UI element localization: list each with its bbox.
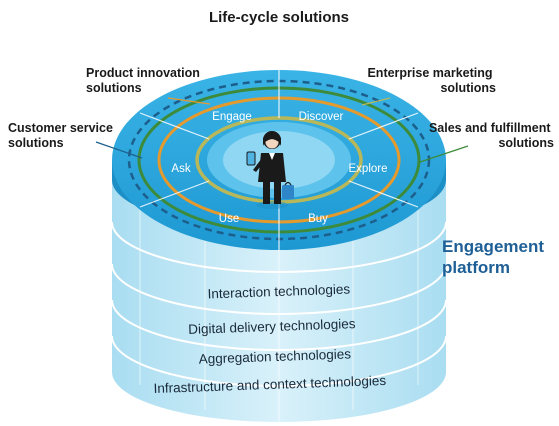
- layer-interaction: Interaction technologies: [207, 282, 350, 302]
- callout-lines: [95, 97, 469, 163]
- stage-discover: Discover: [299, 111, 344, 123]
- phone-icon: [246, 151, 256, 166]
- stage-ask: Ask: [171, 163, 190, 175]
- enterprise-marketing-leader: [361, 97, 391, 106]
- callout-sales-fulfillment: Sales and fulfillment solutions: [429, 121, 554, 150]
- callout-customer-service: Customer service solutions: [8, 121, 116, 150]
- stage-engage: Engage: [212, 111, 252, 123]
- sector-lines: [139, 70, 419, 250]
- customer-service-leader: [95, 141, 143, 159]
- layer-digital-delivery: Digital delivery technologies: [188, 316, 356, 337]
- stage-labels: Engage Discover Ask Explore Use Buy: [171, 111, 387, 225]
- technology-layers: Interaction technologies Digital deliver…: [153, 282, 386, 397]
- person-icon: [246, 131, 294, 209]
- diagram-title: Life-cycle solutions: [209, 9, 349, 26]
- callout-product-innovation: Product innovation solutions: [86, 66, 203, 95]
- layer-aggregation: Aggregation technologies: [198, 346, 351, 366]
- engagement-platform-label: Engagement platform: [442, 237, 549, 277]
- stage-explore: Explore: [349, 163, 388, 175]
- product-innovation-leader: [167, 97, 211, 105]
- shopping-bag-icon: [282, 185, 294, 199]
- stage-buy: Buy: [308, 213, 328, 225]
- stage-use: Use: [219, 213, 239, 225]
- callout-enterprise-marketing: Enterprise marketing solutions: [367, 66, 496, 95]
- platform-cylinder: [111, 70, 447, 422]
- sales-fulfillment-leader: [419, 145, 469, 163]
